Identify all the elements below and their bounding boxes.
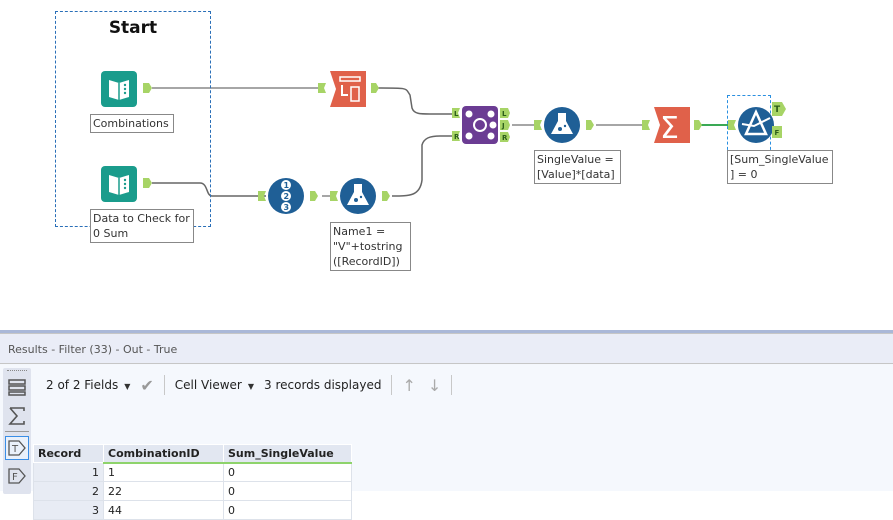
workflow-canvas[interactable]: Start Combinations Data to Check for 0 S… — [0, 0, 893, 330]
records-displayed: 3 records displayed — [264, 378, 382, 392]
connections — [152, 87, 730, 197]
drag-grip[interactable] — [7, 370, 27, 371]
toolbar-separator — [451, 375, 453, 395]
chevron-down-icon: ▼ — [124, 382, 131, 391]
crosstab-icon — [318, 71, 379, 107]
false-anchor-icon[interactable]: F — [5, 464, 29, 488]
annotation-filter: [Sum_SingleValue ] = 0 — [727, 150, 833, 184]
svg-text:J: J — [501, 122, 505, 130]
results-panel: Results - Filter (33) - Out - True T F 2… — [0, 330, 893, 520]
record-id-tool[interactable]: 1 2 3 — [258, 176, 324, 220]
container-title: Start — [108, 18, 158, 38]
svg-text:F: F — [12, 472, 18, 483]
svg-text:R: R — [502, 134, 508, 142]
crosstab-tool[interactable] — [318, 69, 380, 113]
sigma-icon[interactable] — [5, 404, 29, 428]
flask-icon — [534, 107, 594, 143]
svg-text:1: 1 — [284, 181, 290, 190]
record-id-icon: 1 2 3 — [258, 178, 318, 214]
table-row[interactable]: 2 22 0 — [33, 481, 352, 501]
divider — [5, 431, 29, 432]
join-right-input-label: R — [454, 133, 460, 141]
book-icon — [101, 166, 152, 202]
svg-text:T: T — [11, 444, 19, 455]
combinationid-cell[interactable]: 22 — [103, 481, 224, 501]
record-cell[interactable]: 3 — [33, 500, 104, 520]
chevron-down-icon: ▼ — [247, 382, 254, 391]
record-cell[interactable]: 1 — [33, 462, 104, 482]
filter-true-output-label: T — [774, 105, 781, 115]
join-tool[interactable]: L R L J R — [450, 104, 514, 150]
annotation-combinations: Combinations — [90, 114, 174, 133]
formula-tool-single[interactable] — [534, 105, 600, 149]
table-row[interactable]: 3 44 0 — [33, 500, 352, 520]
results-splitter[interactable] — [0, 330, 893, 333]
input-data-tool-combinations[interactable] — [101, 69, 153, 111]
arrow-up-icon[interactable]: ↑ — [402, 375, 416, 395]
true-anchor-icon[interactable]: T — [5, 436, 29, 460]
combinationid-cell[interactable]: 1 — [103, 462, 224, 482]
cell-viewer-dropdown[interactable]: Cell Viewer▼ — [174, 378, 254, 392]
toolbar-separator — [163, 375, 165, 395]
list-icon[interactable] — [5, 375, 29, 399]
toolbar-separator — [391, 375, 393, 395]
results-side-tabs: T F — [3, 368, 31, 494]
results-toolbar: 2 of 2 Fields▼ ✔ Cell Viewer▼ 3 records … — [38, 368, 462, 402]
record-cell[interactable]: 2 — [33, 481, 104, 501]
annotation-formula-single: SingleValue = [Value]*[data] — [534, 150, 621, 184]
filter-false-output-label: F — [775, 129, 780, 137]
fields-dropdown[interactable]: 2 of 2 Fields▼ — [46, 378, 131, 392]
book-icon — [101, 71, 152, 107]
sigma-icon: Σ — [642, 107, 702, 146]
results-title: Results - Filter (33) - Out - True — [0, 333, 893, 364]
column-header-record[interactable]: Record — [33, 444, 104, 463]
svg-text:2: 2 — [284, 192, 290, 201]
filter-tool[interactable]: T F — [728, 100, 794, 154]
sum-singlevalue-cell[interactable]: 0 — [223, 500, 352, 520]
join-left-input-label: L — [454, 110, 459, 118]
annotation-data-check: Data to Check for 0 Sum — [90, 209, 194, 243]
flask-icon — [330, 178, 390, 214]
results-table: Record CombinationID Sum_SingleValue 1 1… — [33, 444, 352, 520]
sum-singlevalue-cell[interactable]: 0 — [223, 462, 352, 482]
column-header-sum-singlevalue[interactable]: Sum_SingleValue — [223, 444, 352, 464]
arrow-down-icon[interactable]: ↓ — [427, 375, 442, 395]
input-data-tool-check[interactable] — [101, 164, 153, 206]
join-icon: L R L J R — [452, 106, 510, 144]
checkmark-icon[interactable]: ✔ — [140, 375, 154, 395]
summarize-tool[interactable]: Σ — [642, 105, 704, 149]
svg-text:Σ: Σ — [660, 111, 679, 145]
svg-text:3: 3 — [284, 203, 290, 212]
sum-singlevalue-cell[interactable]: 0 — [223, 481, 352, 501]
table-row[interactable]: 1 1 0 — [33, 462, 352, 482]
svg-text:L: L — [502, 110, 507, 118]
column-header-combinationid[interactable]: CombinationID — [103, 444, 224, 464]
combinationid-cell[interactable]: 44 — [103, 500, 224, 520]
formula-tool-name[interactable] — [330, 176, 396, 220]
annotation-formula-name: Name1 = "V"+tostring ([RecordID]) — [330, 222, 411, 271]
filter-prism-icon: T F — [728, 102, 786, 143]
